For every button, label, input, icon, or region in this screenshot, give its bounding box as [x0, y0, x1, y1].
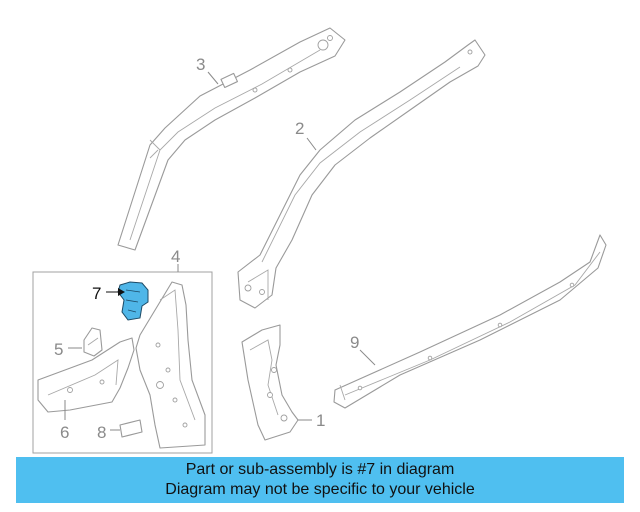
leader-7-arrow: [118, 288, 125, 296]
subassembly-box-4: [32, 271, 213, 454]
callout-4: 4: [171, 247, 180, 266]
part-7-highlighted-bracket[interactable]: [117, 281, 149, 321]
callout-9: 9: [350, 333, 359, 352]
callout-1: 1: [316, 411, 325, 430]
part-1-pillar-reinforcement: [241, 324, 299, 441]
part-3-roof-rail: [117, 27, 346, 251]
info-banner: Part or sub-assembly is #7 in diagram Di…: [16, 457, 624, 503]
callout-5: 5: [54, 340, 63, 359]
banner-line-disclaimer: Diagram may not be specific to your vehi…: [165, 481, 475, 498]
part-2-pillar-rail: [237, 39, 486, 309]
leader-2: [306, 137, 317, 151]
part-5-bracket: [83, 327, 103, 357]
callout-6: 6: [60, 423, 69, 442]
part-4-pillar-inner: [135, 281, 206, 449]
parts-diagram: 1 2 3 4 5 6 7 8 9: [32, 27, 607, 454]
part-6-lower-reinforcement: [37, 337, 135, 413]
leader-3: [207, 71, 219, 85]
leader-9: [359, 349, 376, 366]
callout-3: 3: [196, 55, 205, 74]
part-8-patch: [119, 419, 143, 438]
part-9-rocker-panel: [333, 234, 607, 409]
callout-7: 7: [92, 284, 101, 303]
banner-line-part-number: Part or sub-assembly is #7 in diagram: [185, 461, 455, 478]
callout-8: 8: [97, 423, 106, 442]
callout-2: 2: [295, 119, 304, 138]
